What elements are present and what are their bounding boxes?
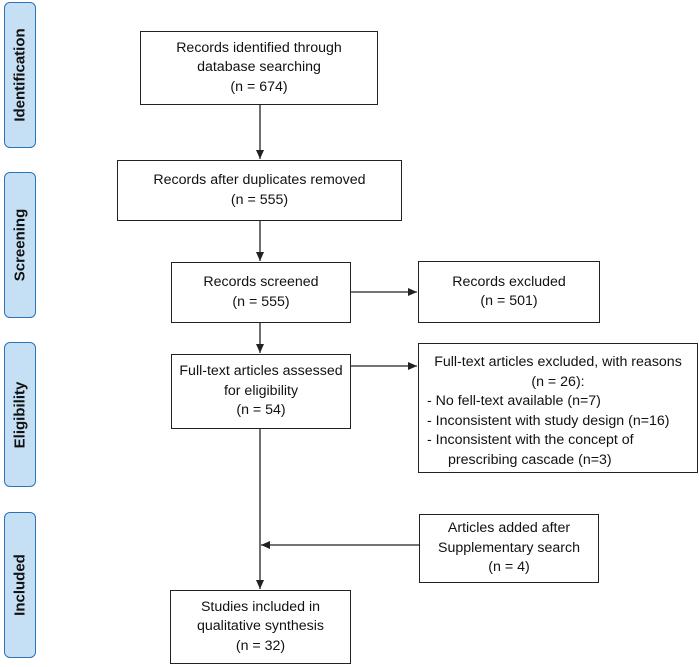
stage-screening: Screening	[4, 172, 36, 318]
studies-included-box: Studies included in qualitative synthesi…	[170, 590, 351, 664]
records-excluded-box: Records excluded (n = 501)	[418, 261, 600, 323]
fulltext-excluded-box: Full-text articles excluded, with reason…	[418, 343, 698, 473]
exclusion-reason-3-continued: prescribing cascade (n=3)	[448, 451, 612, 468]
records-excluded-count: (n = 501)	[480, 293, 538, 309]
supplementary-count: (n = 4)	[488, 559, 530, 576]
records-screened-text: Records screened	[203, 274, 319, 290]
studies-included-subtext: qualitative synthesis	[197, 618, 324, 635]
stage-label-eligibility: Eligibility	[11, 381, 29, 448]
studies-included-text: Studies included in	[200, 598, 321, 615]
duplicates-removed-box: Records after duplicates removed (n = 55…	[117, 160, 402, 221]
fulltext-assessed-count: (n = 54)	[236, 402, 286, 419]
studies-included-count: (n = 32)	[235, 637, 286, 654]
exclusion-reason-3: - Inconsistent with the concept of	[427, 432, 634, 448]
exclusion-reason-2: - Inconsistent with study design (n=16)	[427, 412, 670, 429]
supplementary-subtext: Supplementary search	[438, 539, 580, 556]
fulltext-assessed-subtext: for eligibility	[223, 382, 299, 399]
duplicates-removed-text: Records after duplicates removed	[153, 172, 366, 188]
stage-identification: Identification	[4, 2, 36, 148]
records-excluded-text: Records excluded	[452, 273, 566, 290]
stage-included: Included	[4, 512, 36, 658]
exclusion-reason-1: - No fell-text available (n=7)	[427, 393, 601, 409]
fulltext-assessed-text: Full-text articles assessed	[179, 363, 343, 380]
duplicates-removed-count: (n = 555)	[230, 191, 289, 208]
records-identified-count: (n = 674)	[230, 78, 288, 95]
records-screened-count: (n = 555)	[232, 293, 290, 310]
stage-label-identification: Identification	[11, 28, 29, 122]
records-identified-box: Records identified through database sear…	[140, 31, 378, 105]
fulltext-assessed-box: Full-text articles assessed for eligibil…	[171, 354, 351, 429]
records-identified-text: Records identified through	[176, 39, 342, 56]
stage-label-screening: Screening	[11, 208, 29, 282]
fulltext-excluded-count: (n = 26):	[531, 373, 585, 390]
supplementary-text: Articles added after	[447, 520, 571, 537]
stage-label-included: Included	[11, 554, 29, 616]
records-identified-source: database searching	[197, 59, 321, 76]
supplementary-search-box: Articles added after Supplementary searc…	[419, 514, 599, 583]
records-screened-box: Records screened (n = 555)	[171, 262, 351, 323]
stage-eligibility: Eligibility	[4, 342, 36, 487]
fulltext-excluded-heading: Full-text articles excluded, with reason…	[434, 354, 682, 370]
